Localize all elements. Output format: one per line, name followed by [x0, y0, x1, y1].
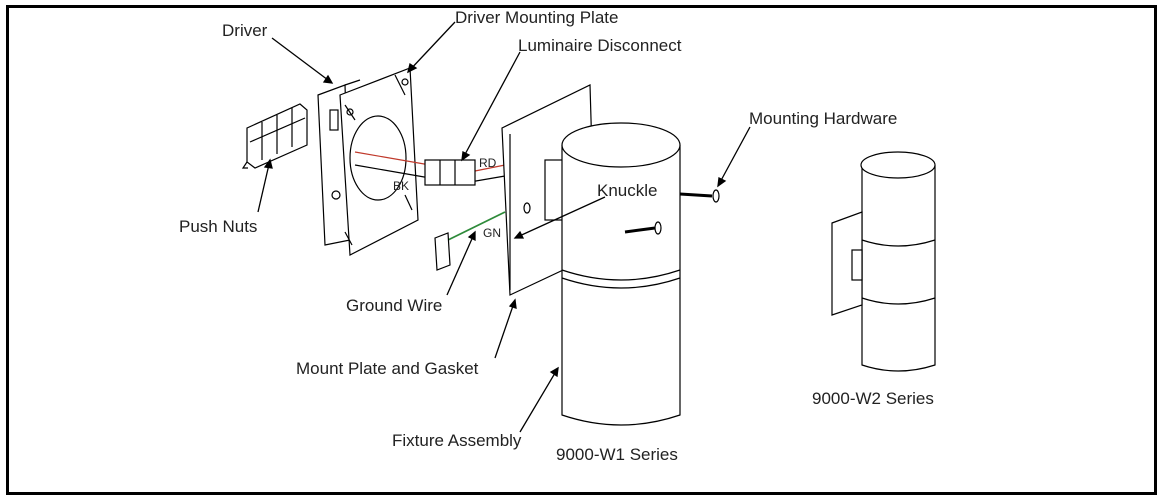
label-driver-mounting-plate: Driver Mounting Plate: [455, 8, 619, 27]
label-driver: Driver: [222, 21, 268, 40]
label-knuckle: Knuckle: [597, 181, 658, 200]
push-nuts: [241, 103, 308, 169]
label-mount-plate-gasket: Mount Plate and Gasket: [296, 359, 479, 378]
leaders: [257, 21, 751, 433]
wire-code-green: GN: [483, 226, 501, 240]
label-push-nuts: Push Nuts: [179, 217, 258, 236]
label-series-w1: 9000-W1 Series: [556, 445, 678, 464]
wire-code-black: BK: [393, 179, 410, 193]
fixture-w2: [831, 151, 936, 372]
ground-wire: [434, 211, 506, 271]
fixture-w1: [561, 122, 681, 426]
label-luminaire-disconnect: Luminaire Disconnect: [518, 36, 682, 55]
luminaire-disconnect: [424, 159, 476, 186]
screws: [624, 189, 720, 235]
label-fixture-assembly: Fixture Assembly: [392, 431, 522, 450]
label-mounting-hardware: Mounting Hardware: [749, 109, 898, 128]
driver-mounting-plate: [339, 67, 419, 256]
label-series-w2: 9000-W2 Series: [812, 389, 934, 408]
wire-code-red: RD: [479, 156, 497, 170]
wires: [354, 151, 506, 183]
label-ground-wire: Ground Wire: [346, 296, 443, 315]
